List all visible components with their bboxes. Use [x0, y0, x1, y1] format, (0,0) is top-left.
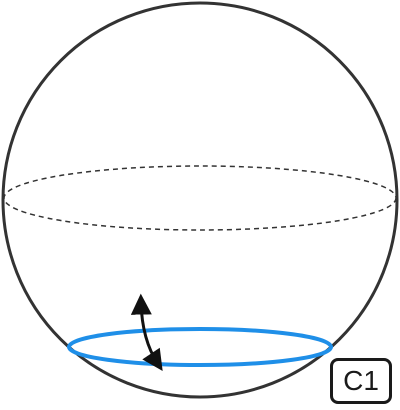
sphere-outline [1, 1, 399, 399]
panel-label-box: C1 [330, 358, 392, 404]
small-circle-blue [67, 327, 333, 367]
equator-dashed [3, 165, 397, 231]
double-headed-curved-arrow-icon [130, 293, 163, 371]
panel-label: C1 [343, 365, 379, 396]
